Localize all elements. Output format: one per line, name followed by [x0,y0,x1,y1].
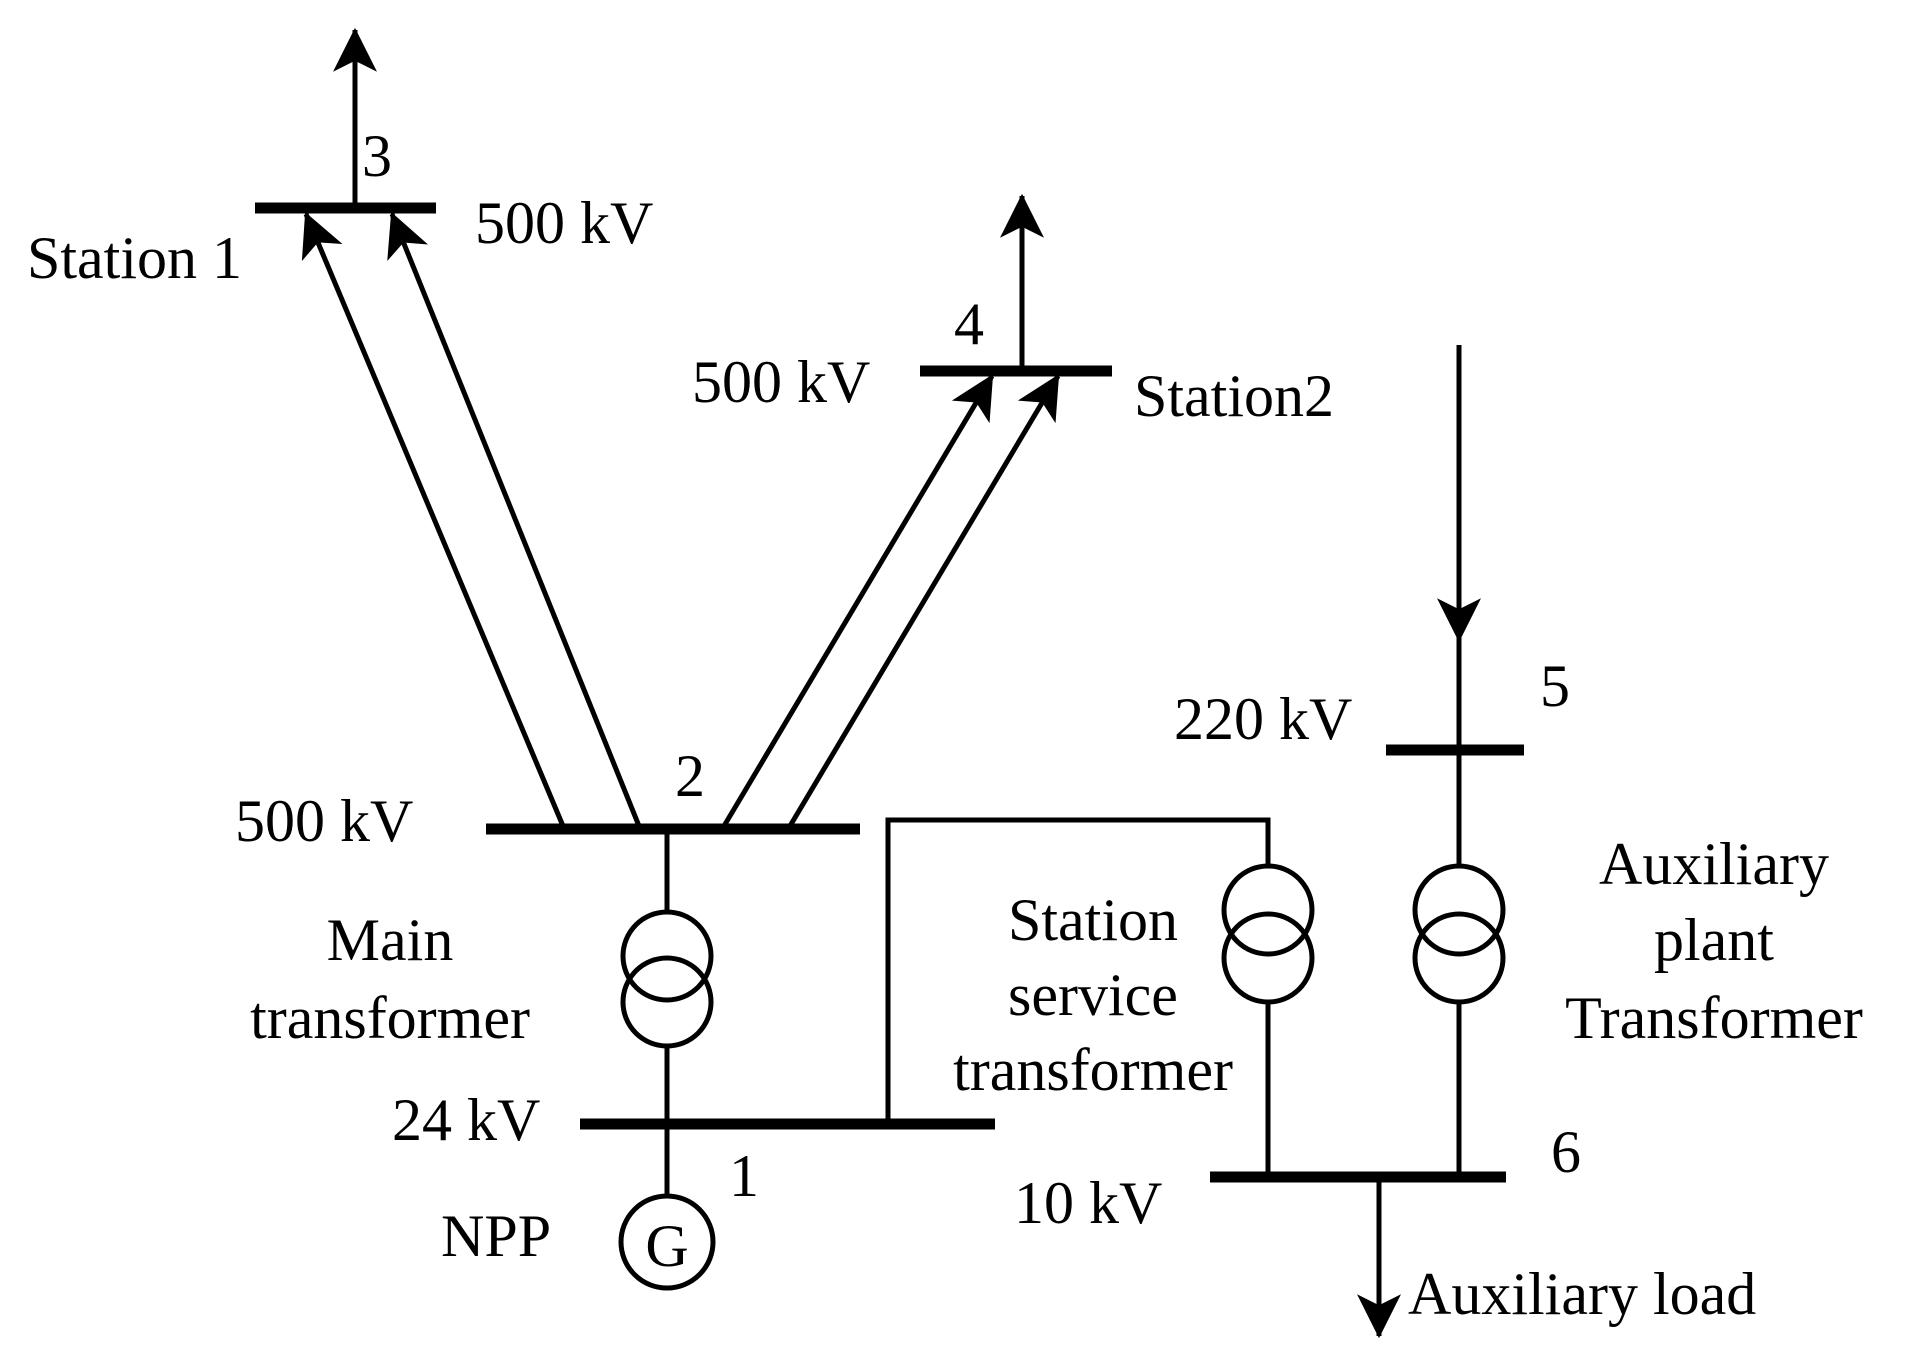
station-service-transformer-icon [1221,863,1315,957]
line-2-3-b [387,211,642,827]
main-transformer-label-line-1: Main [327,907,454,973]
bus-1-voltage: 24 kV [392,1087,540,1153]
bus-6-number: 6 [1551,1119,1581,1185]
bus-3-name: Station 1 [27,225,242,291]
bus-3-number: 3 [362,123,392,189]
bus-2-number: 2 [675,743,705,809]
auxiliary-plant-transformer-icon [1412,863,1506,957]
auxiliary-plant-label-line-1: Auxiliary [1599,831,1829,897]
station-service-transformer-icon-winding [1221,911,1315,1005]
auxiliary-plant-label-line-2: plant [1654,907,1774,973]
station-service-label-line-2: service [1008,962,1178,1028]
bus-1-number: 1 [729,1143,759,1209]
main-transformer-icon [620,909,714,1003]
auxiliary-plant-label-line-3: Transformer [1565,985,1863,1051]
line-2-4-b [787,374,1061,828]
bus-2-voltage: 500 kV [235,788,413,854]
line-2-3-a [301,211,566,827]
generator-symbol: G [645,1213,688,1279]
station-service-label-line-1: Station [1008,887,1178,953]
bus-4-name: Station2 [1134,363,1334,429]
generator-icon [618,1193,716,1291]
generator-label: NPP [441,1203,551,1269]
bus-6-voltage: 10 kV [1014,1170,1162,1236]
bus-5-number: 5 [1540,653,1570,719]
bus-4-voltage: 500 kV [692,349,870,415]
station-service-feeder [885,817,1271,1124]
auxiliary-plant-transformer-icon-winding [1412,911,1506,1005]
main-transformer-label-line-2: transformer [250,985,530,1051]
line-2-4-a [721,374,995,828]
station-service-label-line-3: transformer [953,1037,1233,1103]
bus-4-number: 4 [954,291,984,357]
bus-3-voltage: 500 kV [475,190,653,256]
bus-5-voltage: 220 kV [1174,686,1352,752]
auxiliary-load-label: Auxiliary load [1408,1261,1756,1327]
